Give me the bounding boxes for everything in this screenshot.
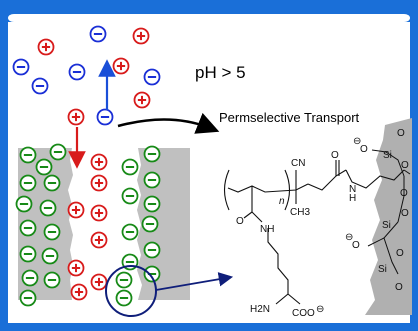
surface-anion (143, 171, 161, 189)
channel-cations (67, 153, 108, 301)
counter-cation (90, 204, 108, 222)
transport-label: Permselective Transport (219, 110, 360, 125)
repeat-n: n (279, 196, 285, 207)
wall-anions (15, 143, 161, 307)
counter-cation (90, 273, 108, 291)
surface-anion (19, 219, 37, 237)
bracket-left (223, 169, 230, 211)
surface-anion (39, 199, 57, 217)
surface-anion (15, 195, 33, 213)
surface-anion (141, 215, 159, 233)
surface-anion (115, 289, 133, 307)
surface-anion (19, 245, 37, 263)
counter-cation (70, 283, 88, 301)
side-nh-bond (251, 211, 263, 223)
surface-anion (43, 223, 61, 241)
si-label-2: Si (382, 220, 391, 231)
cn-label: CN (291, 158, 305, 169)
ch3-label: CH3 (290, 207, 310, 218)
si-bonds-top (385, 151, 405, 177)
surface-anion (43, 271, 61, 289)
side-o-label: O (236, 216, 244, 227)
callout-circle (105, 265, 157, 317)
anion-ion (12, 58, 30, 76)
amine-label: H2N (250, 304, 270, 315)
o-label-3: O (400, 188, 408, 199)
bulk-ions (12, 25, 161, 126)
surface-anion (19, 289, 37, 307)
counter-cation (90, 153, 108, 171)
surface-anion (143, 241, 161, 259)
surface-anion (21, 269, 39, 287)
o-label-2: O (401, 160, 409, 171)
anion-ion (68, 63, 86, 81)
si-bonds-low (383, 221, 399, 275)
carboxylate-charge: ⊖ (316, 304, 324, 315)
carbonyl-o-label: O (331, 150, 339, 161)
propyl-chain (345, 169, 405, 189)
backbone (227, 183, 309, 193)
surface-anion (19, 174, 37, 192)
anion-ion (96, 108, 114, 126)
amide-n-label: N (349, 184, 356, 195)
anion-ion (143, 68, 161, 86)
polymer-labels: n CN CH3 O N H O NH H2N COO ⊖ (236, 150, 356, 319)
si-label-1: Si (383, 150, 392, 161)
cation-ion (133, 91, 151, 109)
counter-cation (67, 259, 85, 277)
frame-top-curve (8, 14, 410, 22)
o-label-5: O (396, 248, 404, 259)
siloxane-network (367, 149, 411, 275)
chain-upper (307, 169, 347, 191)
polymer-structure (223, 160, 405, 305)
siloxane-labels: Si Si Si O O O O O O O O ⊖ ⊖ (345, 128, 409, 293)
surface-anion (49, 143, 67, 161)
cation-ion (37, 38, 55, 56)
anion-ion (31, 77, 49, 95)
carboxylate-label: COO (292, 308, 315, 319)
transport-arrow (117, 112, 220, 134)
surface-anion (43, 174, 61, 192)
surface-anion (121, 158, 139, 176)
o-label-4: O (401, 208, 409, 219)
surface-anion (41, 247, 59, 265)
si-link (403, 169, 411, 175)
o-neg-bond-top (371, 149, 387, 153)
o-label-1: O (397, 128, 405, 139)
cation-ion (132, 27, 150, 45)
amide-h-label: H (349, 193, 356, 204)
o-neg-bond-low (367, 237, 385, 247)
surface-anion (19, 146, 37, 164)
carboxyl-bond (287, 293, 301, 305)
cation-ion (112, 57, 130, 75)
surface-anion (35, 158, 53, 176)
cation-ion (67, 108, 85, 126)
si-label-3: Si (378, 264, 387, 275)
counter-cation (67, 201, 85, 219)
si-bonds-mid (397, 176, 405, 223)
o-label-6: O (395, 282, 403, 293)
ph-label: pH > 5 (195, 63, 246, 82)
counter-cation (90, 231, 108, 249)
anion-ion (89, 25, 107, 43)
surface-anion (121, 223, 139, 241)
surface-anion (143, 195, 161, 213)
callout-arrow (155, 272, 234, 291)
counter-cation (90, 174, 108, 192)
surface-anion (115, 271, 133, 289)
o-neg-label-1: O (360, 144, 368, 155)
o-neg-charge-2: ⊖ (345, 232, 353, 243)
o-neg-charge-1: ⊖ (353, 136, 361, 147)
side-carbonyl (243, 211, 253, 219)
surface-anion (143, 145, 161, 163)
o-neg-label-2: O (352, 240, 360, 251)
surface-anion (121, 187, 139, 205)
side-nh-label: NH (260, 224, 274, 235)
